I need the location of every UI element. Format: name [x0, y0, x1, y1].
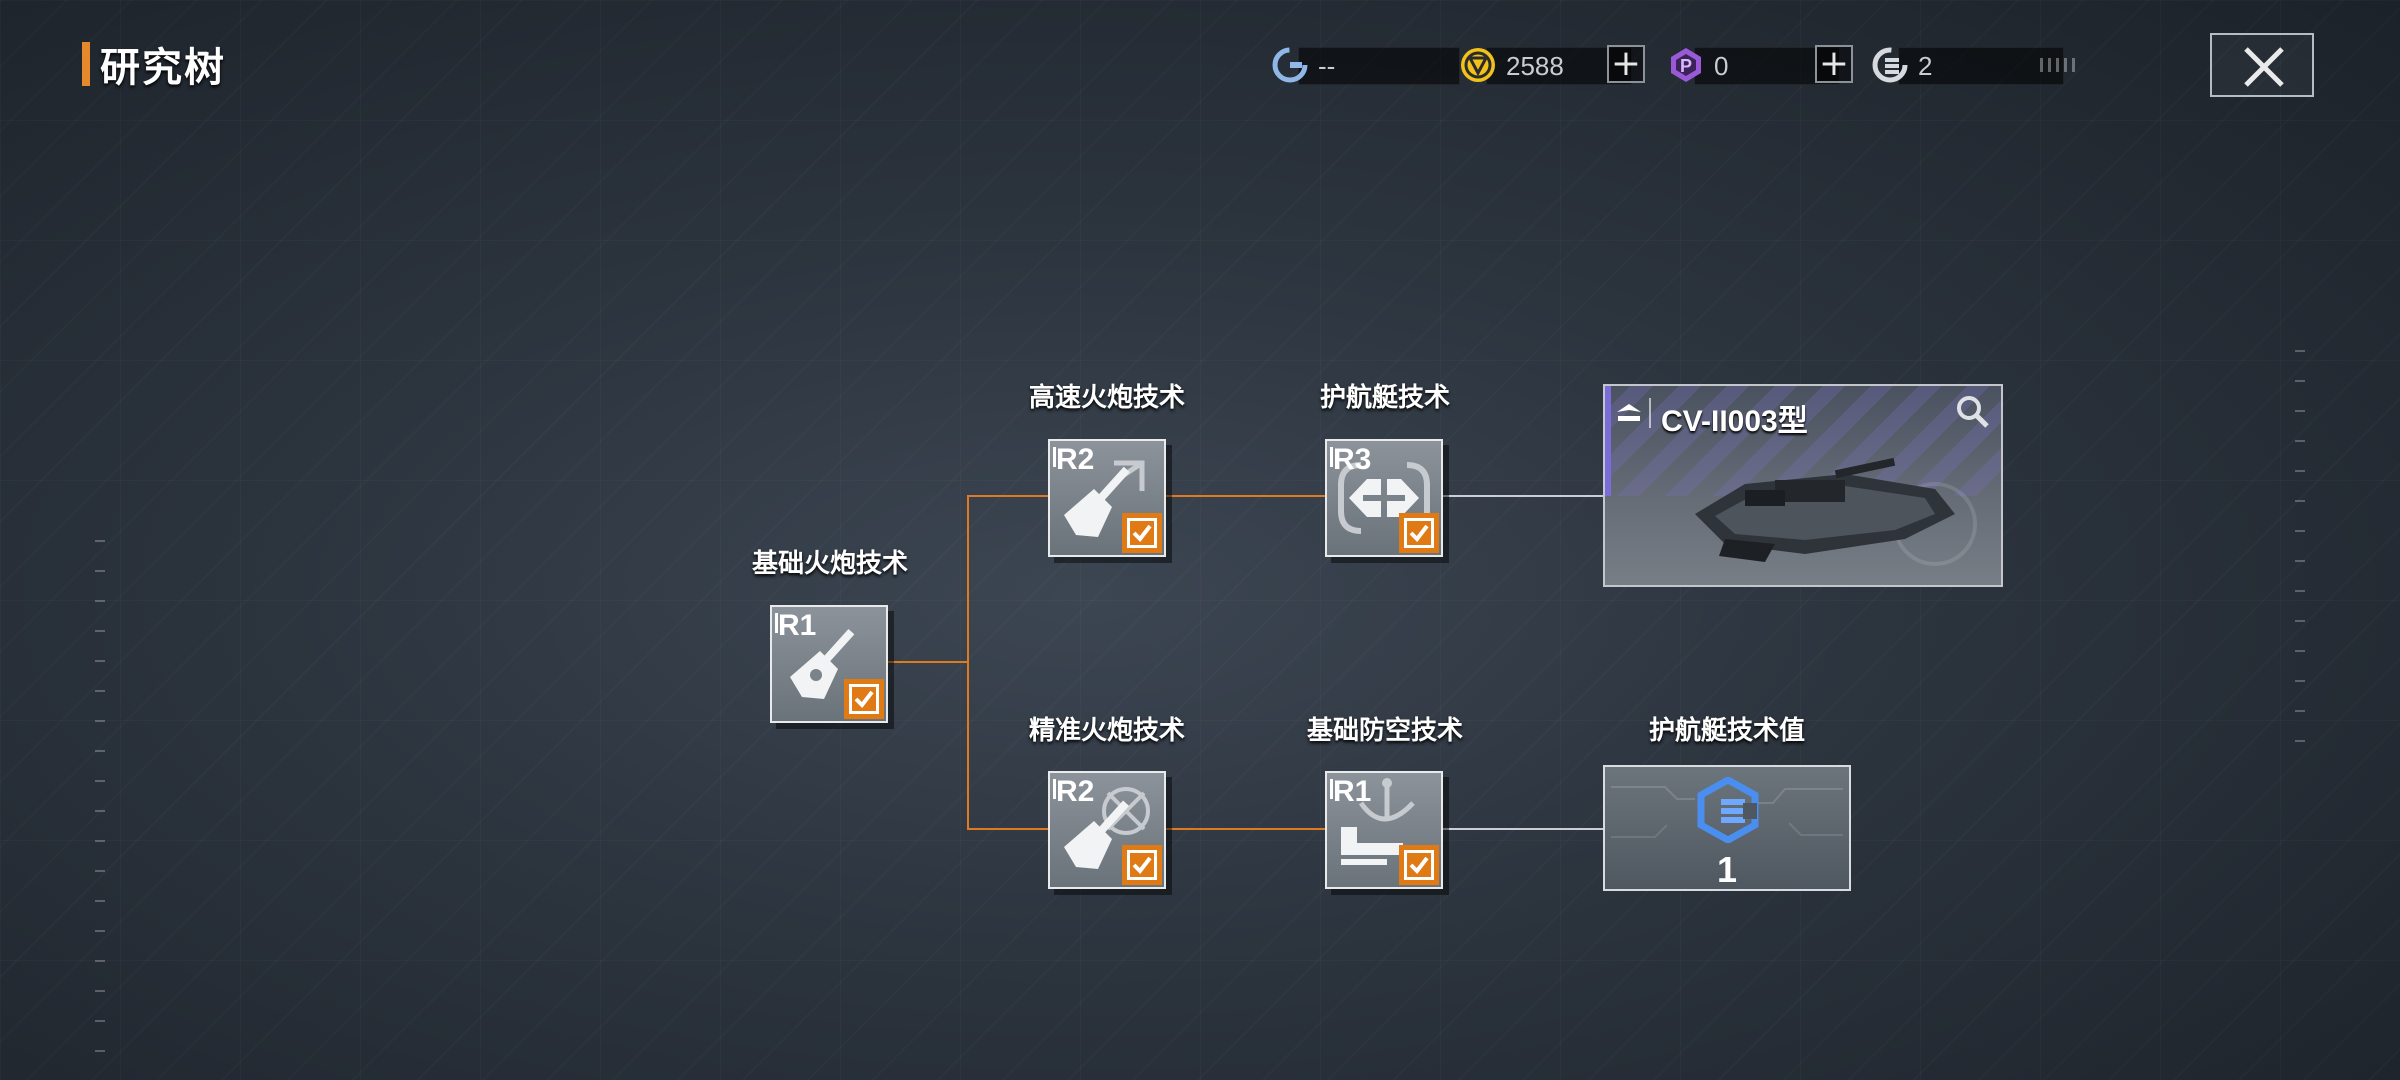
node-label: 护航艇技术 — [1319, 383, 1451, 413]
precision-cannon-icon — [1064, 787, 1150, 869]
svg-text:P: P — [1680, 56, 1692, 76]
rank-badge: R2 — [1052, 775, 1095, 808]
currency-refresh: -- — [1270, 45, 1460, 85]
tech-point-icon — [1872, 47, 1908, 83]
connector-line — [967, 495, 969, 830]
currency-bar-ticks — [2040, 58, 2078, 72]
credit-coin-icon — [1461, 48, 1495, 82]
close-icon — [2244, 47, 2284, 87]
node-label: 基础火炮技术 — [751, 549, 909, 579]
currency-value: 2588 — [1506, 51, 1564, 81]
completed-check-icon — [844, 679, 884, 719]
connector-line — [1166, 495, 1325, 497]
rank-badge: R2 — [1052, 443, 1095, 476]
tech-value-card[interactable]: 1 — [1603, 765, 1851, 891]
node-basic-aa[interactable]: R1 — [1325, 771, 1443, 889]
rank-badge: R1 — [774, 609, 817, 642]
node-precision-cannon[interactable]: R2 — [1048, 771, 1166, 889]
rank-badge: R1 — [1329, 775, 1372, 808]
left-ticks — [95, 540, 105, 1060]
ship-class-icon — [1617, 404, 1641, 421]
completed-check-icon — [1399, 513, 1439, 553]
magnifier-icon[interactable] — [1955, 394, 1991, 430]
ship-icon — [1695, 457, 1977, 566]
node-label: 基础防空技术 — [1306, 716, 1464, 746]
completed-check-icon — [1399, 845, 1439, 885]
radar-icon — [1341, 778, 1415, 865]
refresh-icon — [1272, 47, 1308, 83]
card-stripes — [1605, 386, 2001, 496]
rank-badge: R3 — [1329, 443, 1372, 476]
connector-line — [967, 828, 1048, 830]
node-escort-tech[interactable]: R3 — [1325, 439, 1443, 557]
title-accent-bar — [82, 42, 90, 86]
circuit-decoration — [1611, 786, 1843, 838]
tech-point-icon — [1697, 777, 1759, 843]
add-credits-button[interactable]: + — [1607, 45, 1645, 83]
currency-value: 2 — [1918, 51, 1933, 81]
connector-line — [1443, 828, 1603, 830]
rapid-cannon-icon — [1064, 460, 1145, 537]
node-basic-cannon[interactable]: R1 — [770, 605, 888, 723]
completed-check-icon — [1122, 513, 1162, 553]
ship-reward-card[interactable]: CV-II003型 — [1603, 384, 2003, 587]
right-ticks — [2295, 350, 2305, 770]
close-button[interactable] — [2210, 33, 2314, 97]
add-premium-button[interactable]: + — [1815, 45, 1853, 83]
connector-line — [1166, 828, 1325, 830]
completed-check-icon — [1122, 845, 1162, 885]
title-separator — [1649, 398, 1651, 428]
node-label: 精准火炮技术 — [1028, 716, 1186, 746]
node-label: 高速火炮技术 — [1028, 383, 1186, 413]
currency-tech-points: 2 — [1870, 45, 2064, 85]
cannon-icon — [790, 629, 855, 699]
node-rapid-cannon[interactable]: R2 — [1048, 439, 1166, 557]
page-title: 研究树 — [100, 45, 226, 91]
currency-value: -- — [1318, 51, 1336, 81]
connector-line — [967, 495, 1048, 497]
premium-gem-icon: P — [1671, 48, 1701, 82]
connector-line — [1443, 495, 1603, 497]
page-title-wrap: 研究树 — [82, 40, 226, 91]
node-label: 护航艇技术值 — [1648, 716, 1806, 746]
ship-name: CV-II003型 — [1661, 405, 1808, 438]
connector-line — [888, 661, 969, 663]
rarity-band — [1605, 386, 1611, 496]
currency-value: 0 — [1714, 51, 1729, 81]
tech-value: 1 — [1716, 849, 1738, 890]
